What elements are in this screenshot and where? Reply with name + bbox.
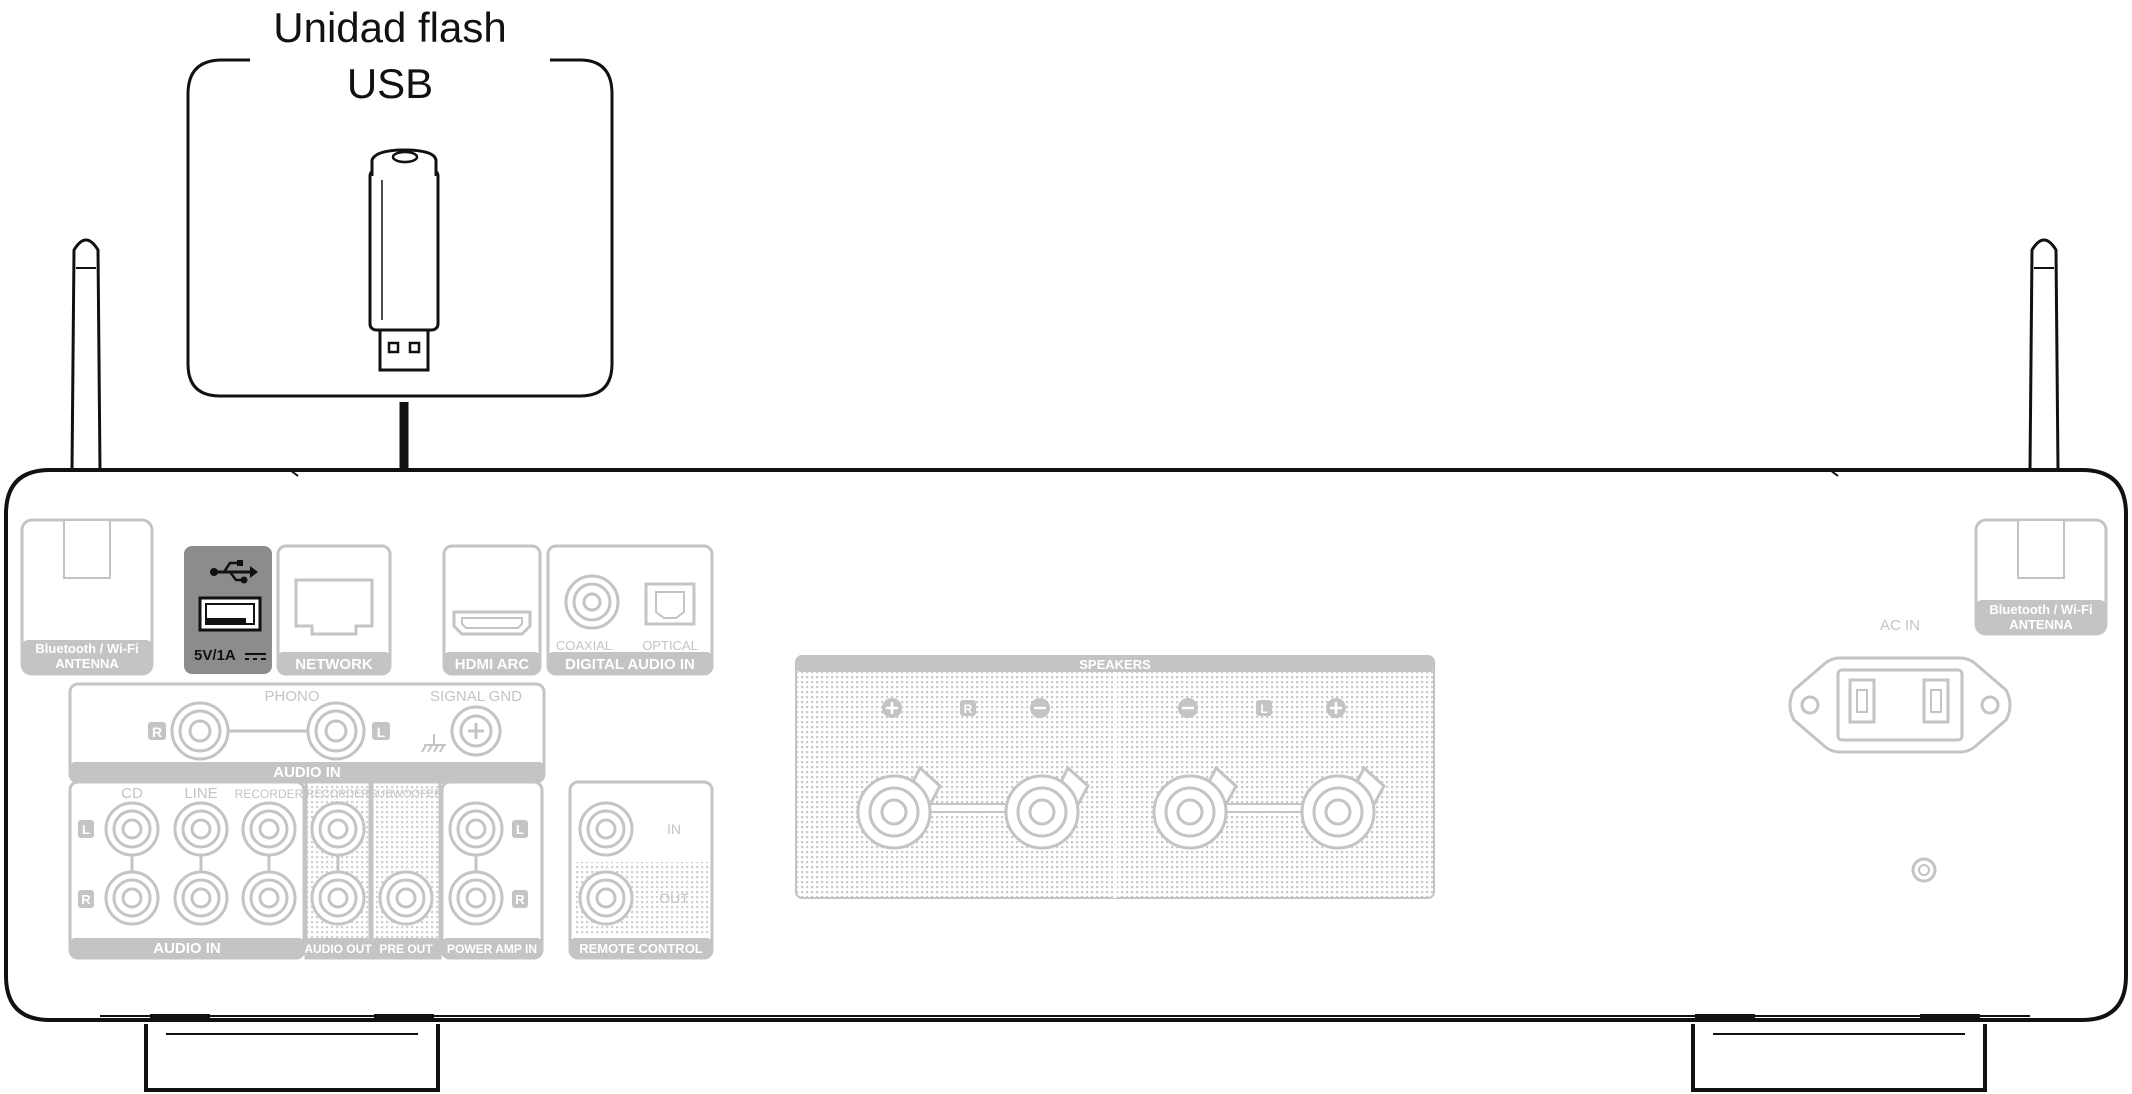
audio-in-phono-label: AUDIO IN [273, 764, 341, 781]
usb-port[interactable]: 5V/1A [184, 546, 272, 674]
audio-in-label: AUDIO IN [153, 940, 221, 957]
signal-gnd-terminal[interactable] [450, 705, 502, 757]
ground-icon [421, 734, 446, 753]
network-label: NETWORK [295, 656, 373, 673]
audio-in-l-badge: L [82, 822, 90, 837]
usb-flash-drive-icon [368, 148, 440, 372]
power-amp-l-badge: L [516, 822, 524, 837]
recorder-label: RECORDER [235, 787, 304, 801]
remote-out-jack[interactable] [578, 870, 634, 926]
signal-gnd-label: SIGNAL GND [430, 688, 522, 705]
speaker-r-minus-terminal[interactable] [1004, 765, 1090, 850]
ac-in-inlet[interactable]: AC IN [1788, 617, 2012, 754]
remote-out-label: OUT [659, 890, 689, 906]
hdmi-label: HDMI ARC [455, 656, 530, 673]
speakers-section: SPEAKERS R L [795, 655, 1435, 899]
power-amp-in-label: POWER AMP IN [447, 942, 537, 956]
speakers-label: SPEAKERS [1079, 657, 1151, 672]
speaker-l-minus-terminal[interactable] [1152, 765, 1238, 850]
speaker-r-plus-terminal[interactable] [856, 765, 942, 850]
phono-l-badge: L [377, 724, 386, 740]
speaker-l-plus-terminal[interactable] [1300, 765, 1386, 850]
antenna-right-icon [2028, 238, 2060, 471]
ac-in-label: AC IN [1880, 617, 1920, 634]
remote-in-jack[interactable] [578, 801, 634, 857]
power-amp-r-jack[interactable] [448, 870, 504, 926]
phono-l-jack[interactable] [306, 701, 366, 761]
audio-out-label: AUDIO OUT [304, 942, 372, 956]
power-amp-in-section: L R POWER AMP IN [440, 780, 544, 960]
recorder-l-jack[interactable] [241, 801, 297, 857]
remote-control-label: REMOTE CONTROL [579, 941, 703, 956]
subwoofer-label: SUBWOOFER [370, 788, 442, 800]
digital-audio-in: COAXIAL OPTICAL DIGITAL AUDIO IN [546, 544, 714, 676]
usb-rating-label: 5V/1A [194, 647, 236, 664]
phono-r-badge: R [152, 724, 162, 740]
antenna-left-label-1: Bluetooth / Wi-Fi [35, 641, 138, 656]
phono-r-jack[interactable] [170, 701, 230, 761]
antenna-left-icon [70, 238, 102, 471]
line-r-jack[interactable] [173, 870, 229, 926]
cd-r-jack[interactable] [104, 870, 160, 926]
foot-left [144, 1024, 440, 1092]
audio-in-section: CD LINE RECORDER L R AUDIO IN [68, 780, 306, 960]
cd-l-jack[interactable] [104, 801, 160, 857]
antenna-left-label-2: ANTENNA [55, 656, 119, 671]
hdmi-arc-port[interactable]: HDMI ARC [442, 544, 542, 676]
subwoofer-jack[interactable] [378, 870, 434, 926]
coaxial-label: COAXIAL [556, 638, 612, 653]
pre-out-label: PRE OUT [379, 942, 433, 956]
foot-right [1691, 1024, 1987, 1092]
power-amp-r-badge: R [515, 892, 525, 907]
speakers-l-badge: L [1260, 702, 1267, 716]
antenna-jack-right: Bluetooth / Wi-Fi ANTENNA [1974, 518, 2108, 636]
antenna-right-label-1: Bluetooth / Wi-Fi [1989, 602, 2092, 617]
coaxial-jack[interactable] [564, 574, 620, 630]
line-l-jack[interactable] [173, 801, 229, 857]
remote-in-label: IN [667, 821, 681, 837]
speakers-r-badge: R [964, 702, 973, 716]
antenna-jack-left: Bluetooth / Wi-Fi ANTENNA [20, 518, 154, 676]
digital-audio-in-label: DIGITAL AUDIO IN [565, 656, 695, 673]
callout-title-line1: Unidad flash [273, 4, 507, 51]
phono-section: PHONO SIGNAL GND R L [68, 682, 546, 784]
callout-title: Unidad flash USB [200, 0, 580, 112]
line-label: LINE [184, 785, 217, 802]
optical-label: OPTICAL [642, 638, 698, 653]
optical-jack[interactable] [644, 582, 696, 626]
audio-out-section: RECORDER SUBWOOFER AUDIO OUT PRE OUT [304, 780, 442, 960]
ground-screw [1911, 857, 1937, 883]
recorder-out-label: RECORDER [307, 788, 370, 800]
remote-control-section: IN OUT REMOTE CONTROL [568, 780, 714, 960]
power-amp-l-jack[interactable] [448, 801, 504, 857]
callout-title-line2: USB [346, 60, 434, 107]
audio-in-r-badge: R [81, 892, 91, 907]
recorder-out-l-jack[interactable] [310, 801, 366, 857]
recorder-r-jack[interactable] [241, 870, 297, 926]
network-port[interactable]: NETWORK [276, 544, 392, 676]
usb-symbol-icon [210, 560, 258, 584]
antenna-right-label-2: ANTENNA [2009, 617, 2073, 632]
phono-label: PHONO [264, 688, 319, 705]
cd-label: CD [121, 785, 143, 802]
recorder-out-r-jack[interactable] [310, 870, 366, 926]
